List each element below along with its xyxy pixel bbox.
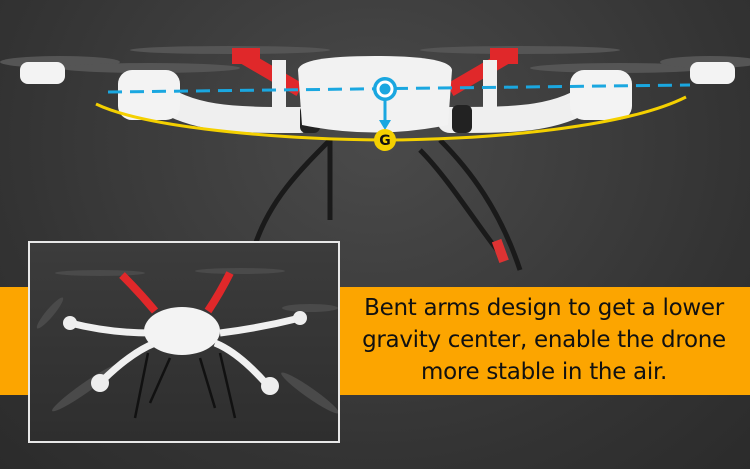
lower-g-marker: G — [374, 129, 396, 151]
caption-line: Bent arms design to get a lower — [364, 295, 724, 321]
caption-line: gravity center, enable the drone — [362, 327, 726, 353]
original-gravity-line — [107, 83, 691, 94]
caption-text: Bent arms design to get a lower gravity … — [338, 292, 750, 388]
motor-pods — [20, 62, 735, 120]
upper-g-marker — [373, 77, 397, 101]
inset-drone-photo — [28, 241, 340, 443]
landing-gear — [252, 138, 523, 271]
svg-text:G: G — [379, 133, 391, 149]
caption-line: more stable in the air. — [420, 359, 667, 385]
down-arrow-icon — [379, 120, 391, 130]
